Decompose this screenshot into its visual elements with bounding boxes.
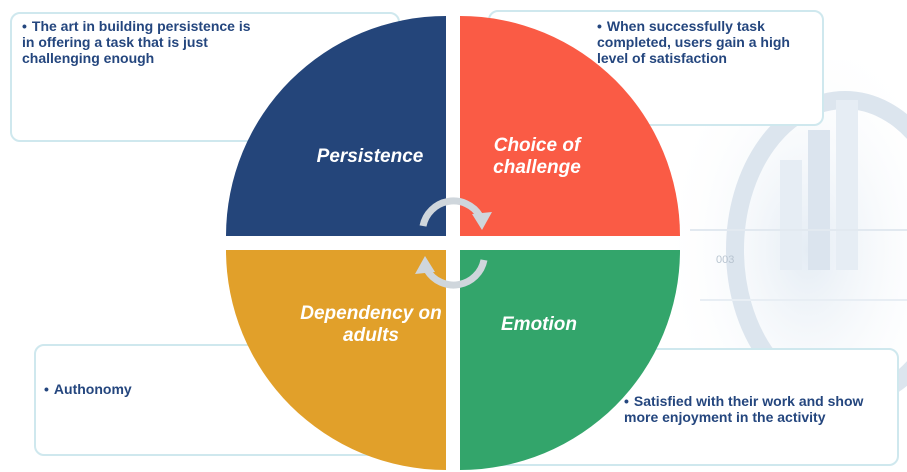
background-number: 003: [716, 254, 734, 266]
note-content: Authonomy: [53, 381, 132, 397]
quadrant-bottom-left: [226, 250, 446, 470]
background-bar: [836, 100, 858, 270]
background-bar: [808, 130, 830, 270]
arrowhead-icon: [472, 212, 492, 230]
background-bar: [780, 160, 802, 270]
bullet-point: •: [22, 18, 27, 34]
quadrant-top-left: [226, 16, 446, 236]
label-dependency-on-adults: Dependency on adults: [300, 303, 442, 346]
quadrant-top-right: [460, 16, 680, 236]
note-content: Satisfied with their work and show more …: [624, 393, 864, 425]
note-text-top-left: •The art in building persistence is in o…: [22, 18, 262, 66]
note-text-bottom-left: •Authonomy: [44, 381, 244, 397]
bullet-point: •: [44, 381, 49, 397]
quadrant-bottom-right: [460, 250, 680, 470]
label-persistence: Persistence: [316, 146, 424, 167]
cycle-arrows-icon: [419, 197, 488, 289]
bullet-point: •: [624, 393, 629, 409]
bullet-point: •: [597, 18, 602, 34]
arrowhead-icon: [415, 256, 435, 274]
note-text-top-right: •When successfully task completed, users…: [597, 18, 819, 66]
note-content: The art in building persistence is in of…: [22, 18, 251, 66]
note-content: When successfully task completed, users …: [597, 18, 790, 66]
label-emotion: Emotion: [501, 314, 577, 335]
label-choice-of-challenge: Choice of challenge: [493, 135, 581, 178]
note-text-bottom-right: •Satisfied with their work and show more…: [624, 393, 874, 425]
